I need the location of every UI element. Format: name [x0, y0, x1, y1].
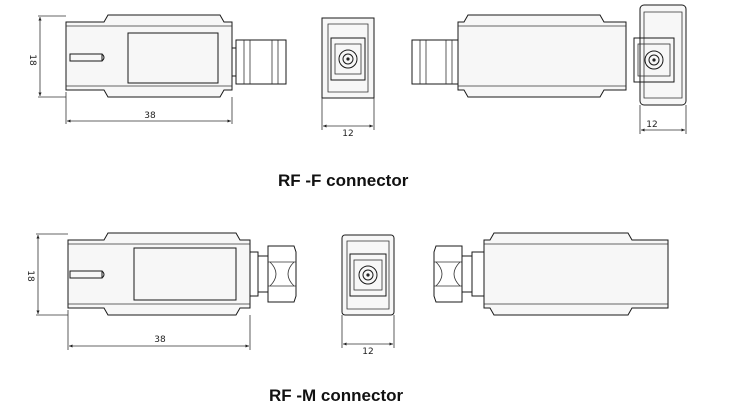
rf-f-end-view	[321, 17, 375, 130]
rf-m-end-view	[341, 234, 395, 348]
rf-m-length-label: 38	[154, 335, 166, 345]
rf-m-side-view	[36, 232, 297, 350]
rf-f-side-view	[38, 14, 287, 124]
rf-m-rear-view	[433, 232, 669, 316]
rf-m-caption: RF -M connector	[269, 386, 404, 405]
rf-f-height-label: 18	[27, 54, 37, 66]
rf-f-rear-view	[411, 14, 627, 98]
rf-f-end-width-label: 12	[342, 129, 353, 139]
rf-f-rear-width-label: 12	[646, 120, 657, 130]
rf-f-length-label: 38	[144, 111, 156, 121]
rf-m-height-label: 18	[25, 270, 35, 282]
rf-f-caption: RF -F connector	[278, 171, 409, 190]
rf-f-far-end-view	[633, 4, 687, 134]
rf-m-end-width-label: 12	[362, 347, 373, 357]
